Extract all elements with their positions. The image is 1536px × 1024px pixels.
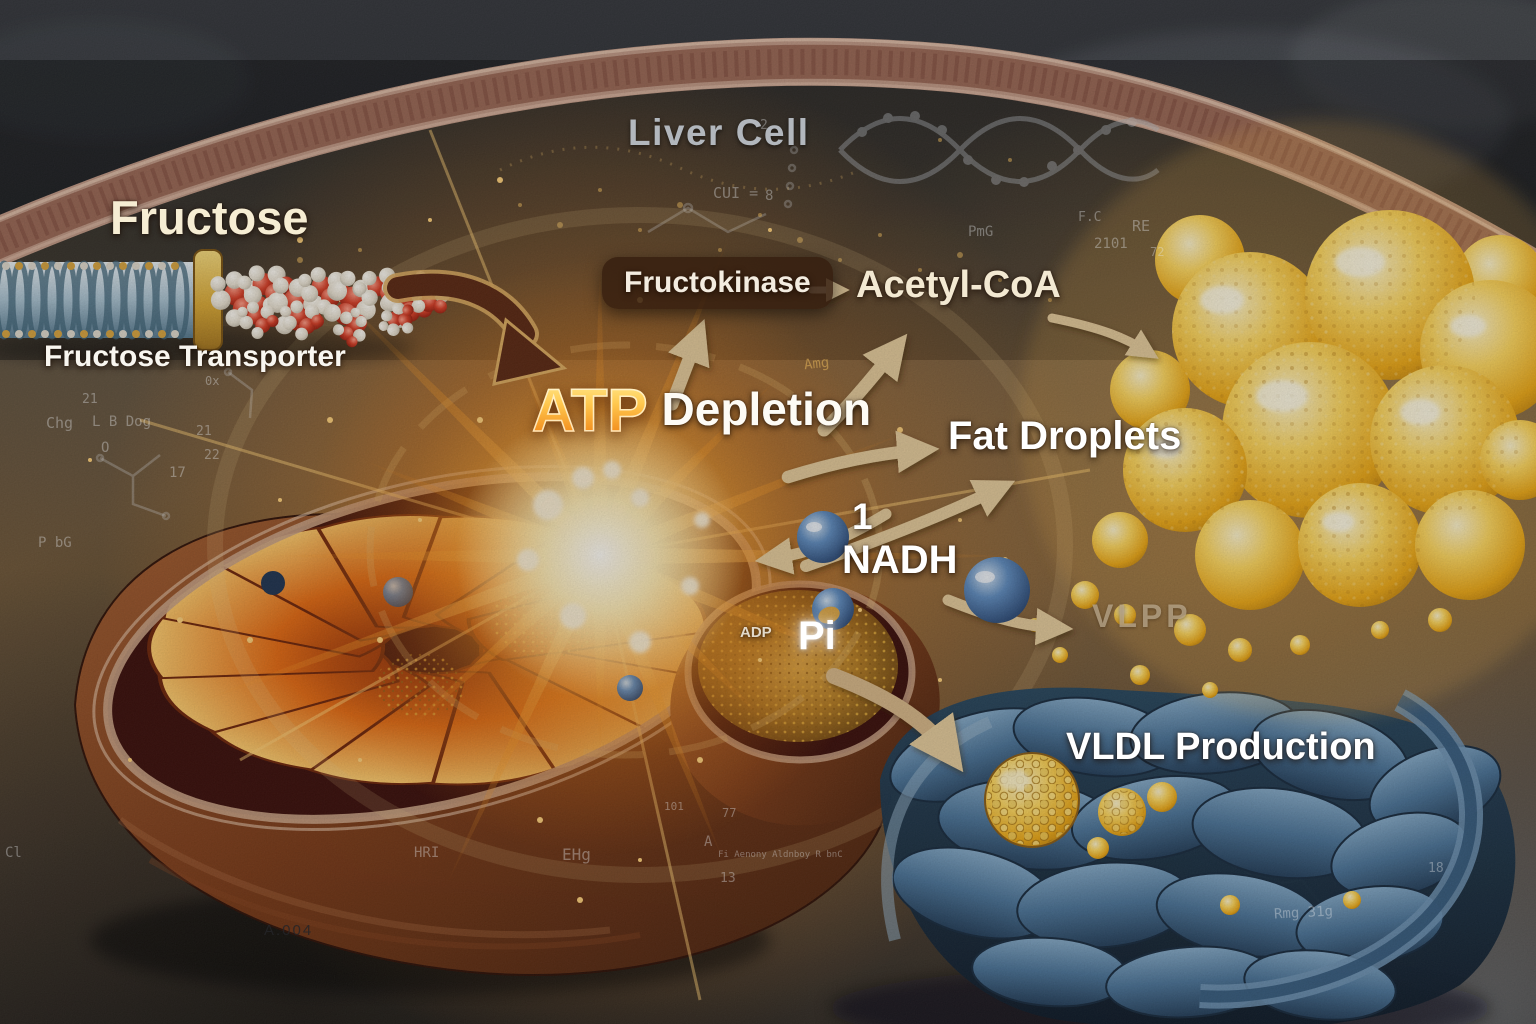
scribble: 21 <box>196 424 212 439</box>
scribble: 77 <box>722 806 737 820</box>
depletion-word: Depletion <box>661 383 872 435</box>
scribble: Rmg 31g <box>1273 903 1334 923</box>
scribble: 21 <box>82 392 98 407</box>
fructokinase-badge: Fructokinase <box>602 257 833 309</box>
scribble: Fi Aenony Aldnboy R bnC <box>718 850 843 860</box>
scribble: A <box>704 834 713 850</box>
scribble: 18 <box>1428 861 1444 876</box>
fructose-transporter-label: Fructose Transporter <box>44 340 346 373</box>
scribble: EHg <box>562 845 591 864</box>
nadh-count-label: 1 <box>852 496 873 537</box>
figure-code-label: A.004 <box>264 922 314 939</box>
scribble: 101 <box>664 800 684 813</box>
scribble: P bG <box>38 535 72 551</box>
scribble: O <box>101 440 110 456</box>
acetyl-coa-label: Acetyl-CoA <box>856 264 1061 306</box>
scribble: L B Dog <box>92 414 152 430</box>
scribble: 13 <box>720 871 736 886</box>
scribble: HRI <box>414 845 440 861</box>
scribble: 0x <box>205 374 220 388</box>
scribble: 22 <box>204 448 220 463</box>
pi-label: Pi <box>798 614 836 658</box>
scribble: Chg <box>46 414 74 432</box>
scribble: 72 <box>1150 245 1165 259</box>
scribble: Cl <box>5 845 22 861</box>
adp-label: ADP <box>740 624 772 641</box>
nadh-label: NADH <box>842 538 958 582</box>
scribble: 8 <box>765 188 774 204</box>
scribble: 2101 <box>1094 236 1128 252</box>
scribble: 17 <box>169 465 186 481</box>
liver-cell-title: Liver Cell <box>628 112 810 153</box>
fructose-label: Fructose <box>110 191 309 244</box>
vldl-production-label: VLDL Production <box>1066 726 1376 768</box>
scribble: 2 <box>760 118 768 133</box>
scribble: Amg <box>803 354 831 374</box>
scribble: F.C <box>1078 210 1102 225</box>
scribble: RE <box>1132 217 1151 235</box>
fat-droplets-label: Fat Droplets <box>948 414 1182 458</box>
scribble: CUI = <box>713 184 759 202</box>
scribble: PmG <box>968 224 994 240</box>
atp-word: ATP <box>531 376 648 445</box>
vlpp-label: VLPP <box>1092 598 1192 634</box>
